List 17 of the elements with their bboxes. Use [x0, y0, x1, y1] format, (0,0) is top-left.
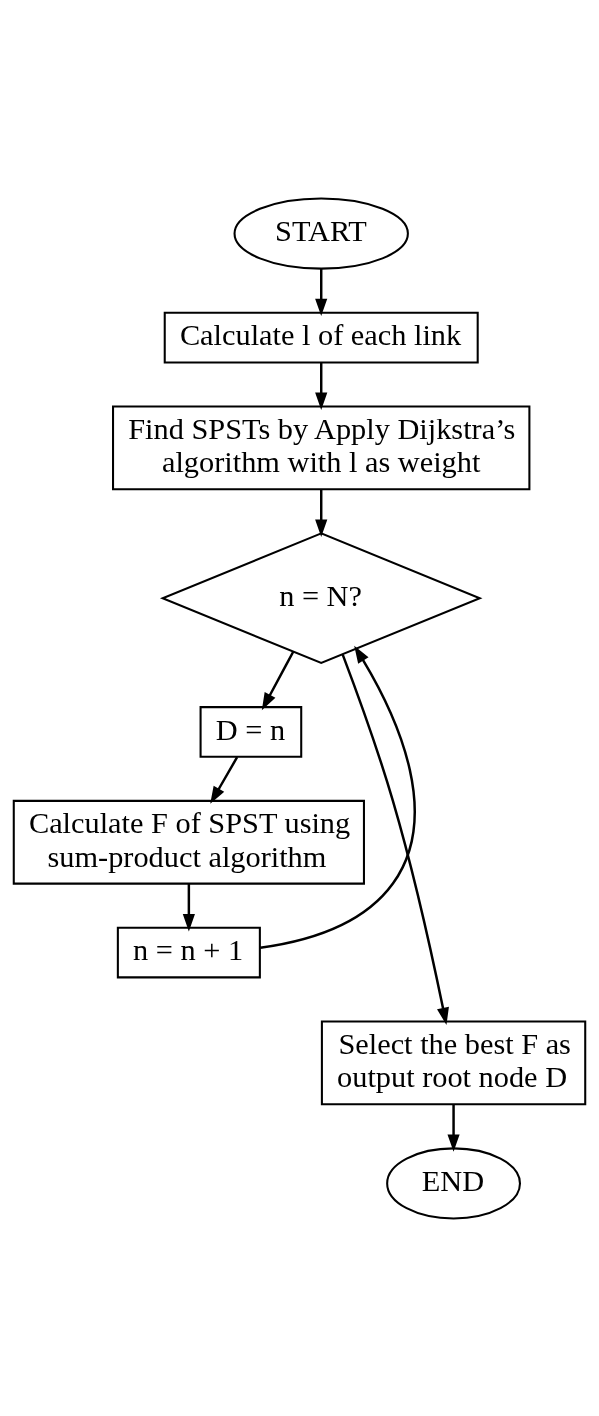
arrow	[210, 756, 239, 804]
arrow	[315, 489, 328, 537]
arrow	[182, 883, 195, 931]
arrow	[447, 1104, 460, 1152]
arrow	[260, 645, 416, 949]
node-ellipse: END	[386, 1146, 521, 1219]
node-box: Calculate F of SPST using sum-product algorithm	[12, 799, 365, 885]
node-box: Select the best F as output root node D	[320, 1019, 587, 1105]
arrow	[315, 268, 328, 316]
node-box: n = n + 1	[116, 926, 261, 978]
node-box: D = n	[199, 705, 303, 758]
arrow	[341, 653, 449, 1025]
arrow	[261, 650, 295, 710]
arrow	[315, 362, 328, 410]
node-box: Calculate l of each link	[163, 311, 479, 363]
node-ellipse: START	[233, 197, 409, 270]
node-box: Find SPSTs by Apply Dijkstra’s algorithm with l as weight	[112, 405, 531, 490]
